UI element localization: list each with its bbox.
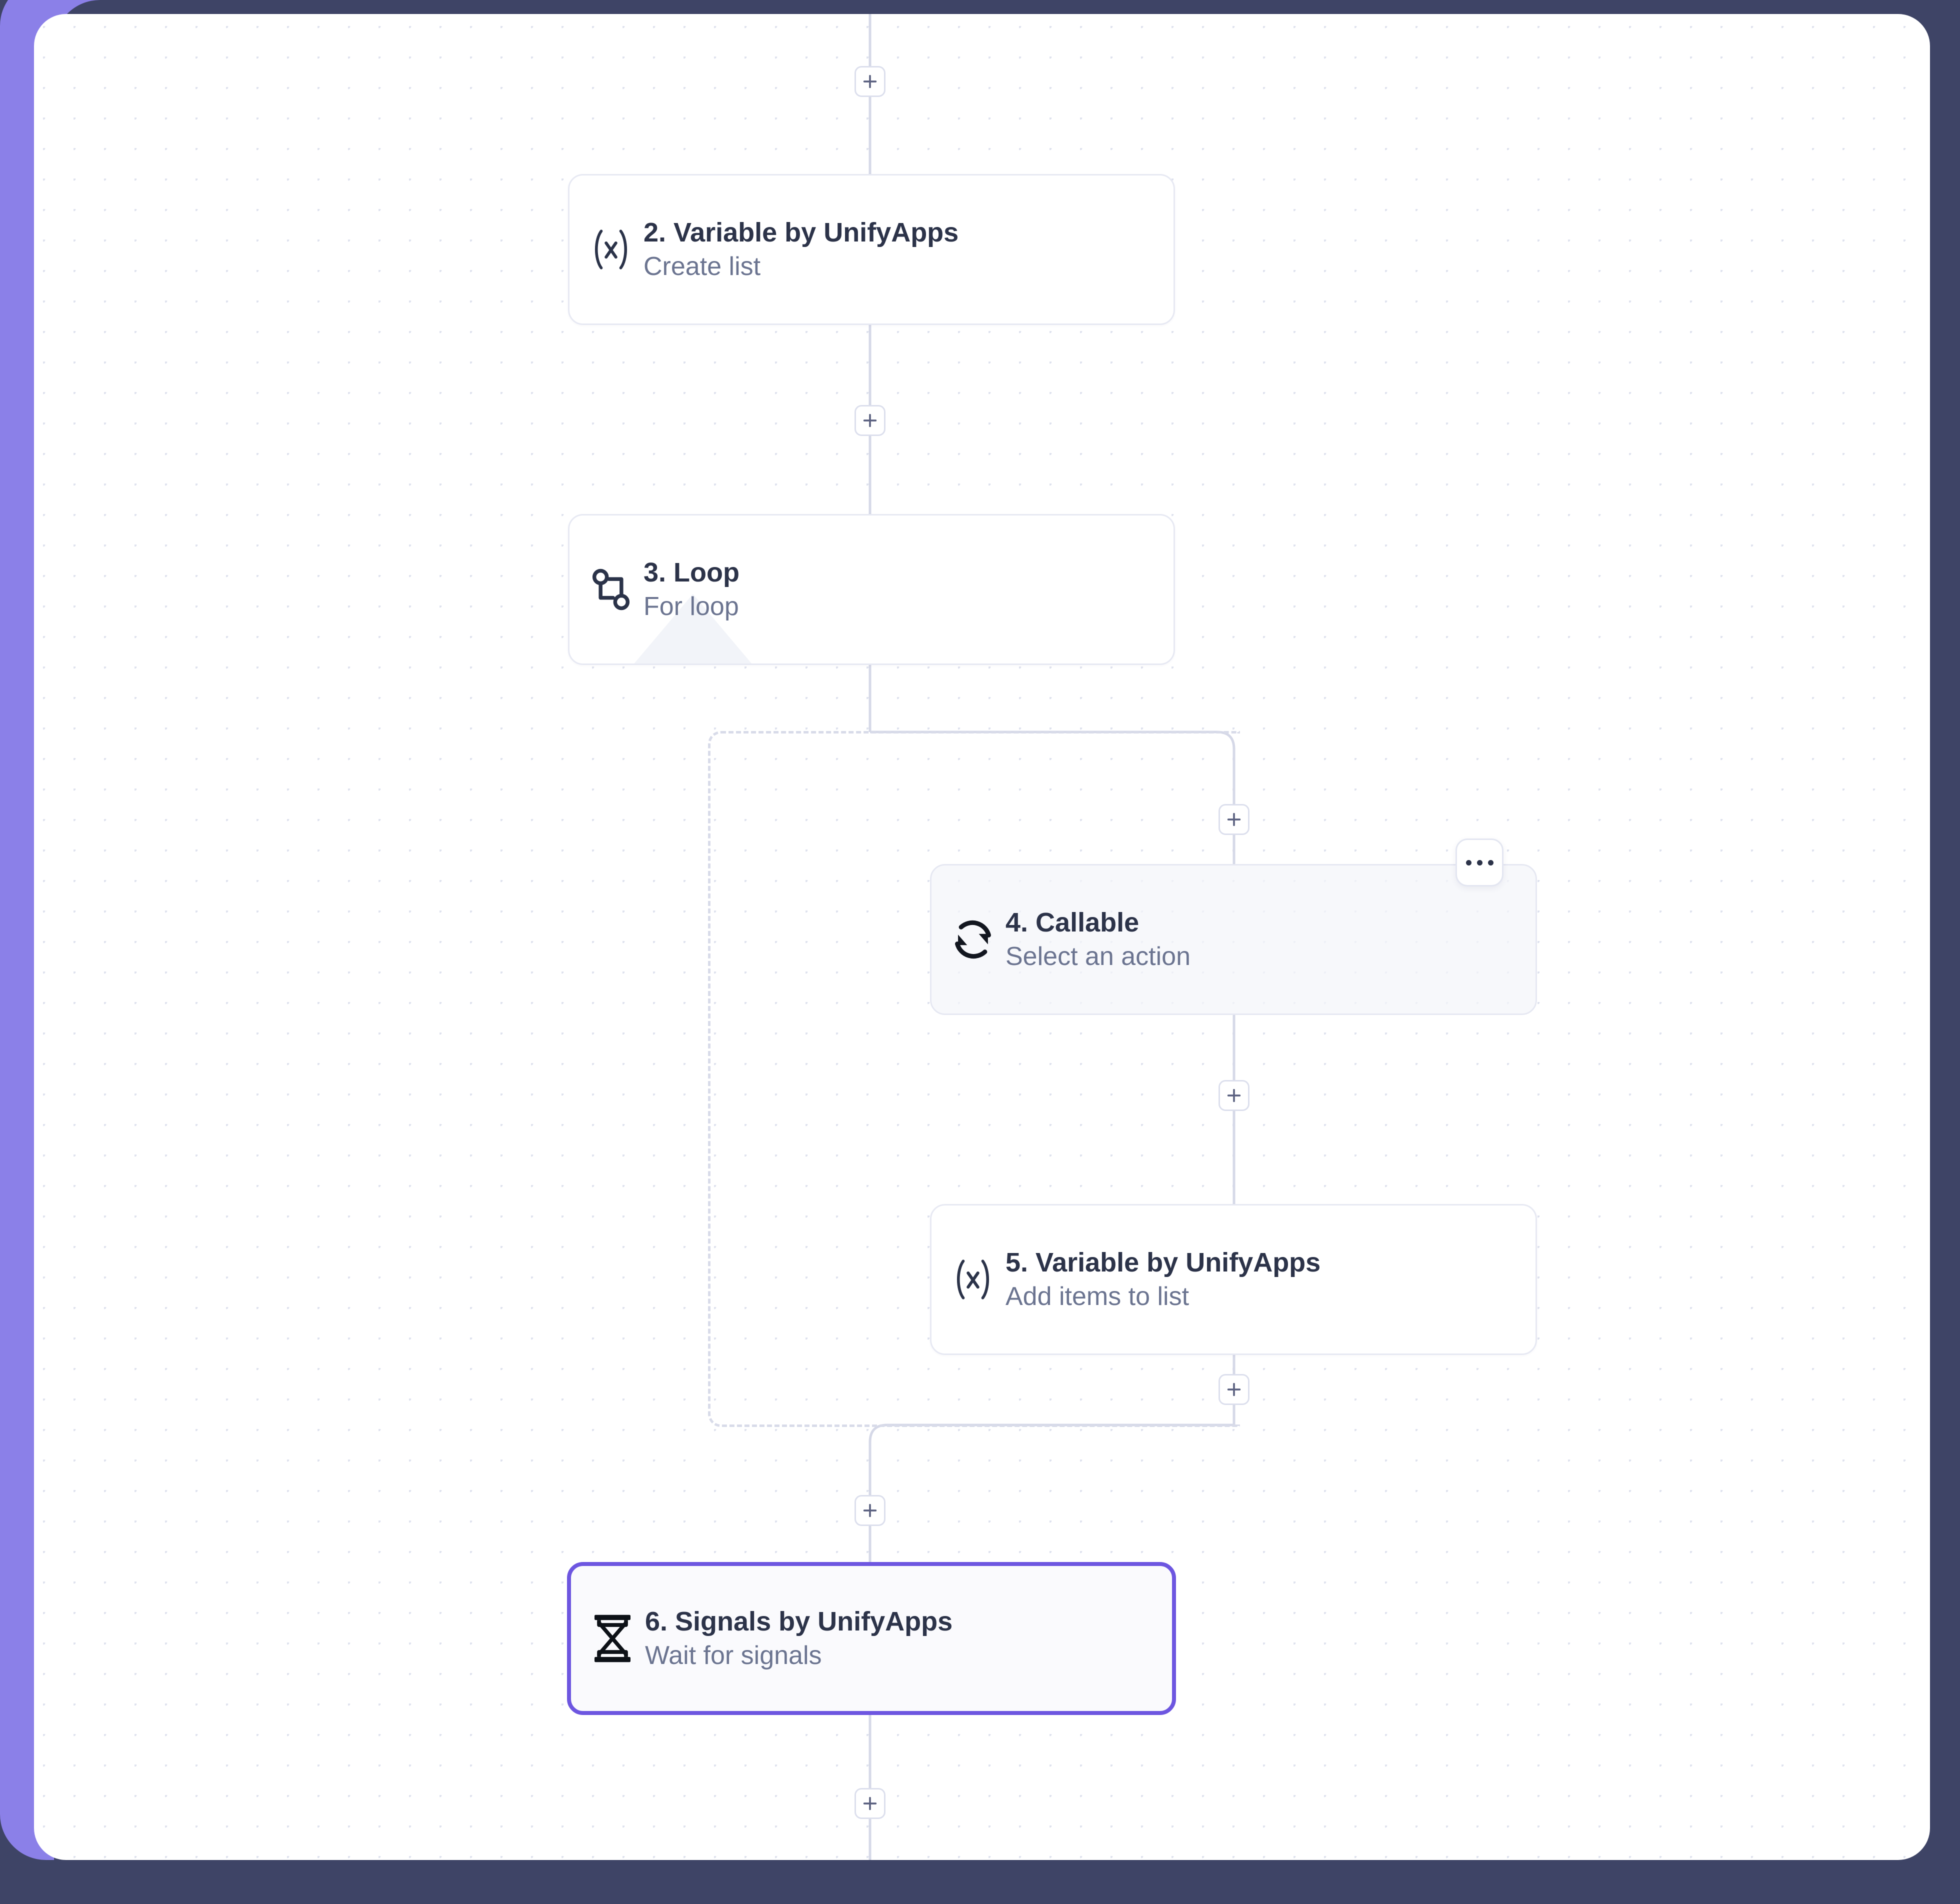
plus-icon: [1227, 812, 1241, 826]
add-step-button-bottom[interactable]: [854, 1788, 886, 1819]
add-step-button-loop-branch-top[interactable]: [1218, 804, 1250, 835]
plus-icon: [863, 1796, 877, 1810]
node-subtitle: Wait for signals: [645, 1641, 822, 1670]
node-title: 4. Callable: [1006, 908, 1140, 938]
node-subtitle: Select an action: [1006, 942, 1191, 972]
variable-icon-glyph: [956, 1260, 990, 1300]
hourglass-icon-glyph: [594, 1614, 630, 1662]
variable-icon: [946, 1254, 1000, 1306]
node-subtitle: Create list: [644, 252, 761, 282]
loop-branch-icon-glyph: [592, 568, 630, 610]
refresh-sync-icon-glyph: [955, 920, 991, 959]
plus-icon: [1227, 1382, 1241, 1396]
add-step-button-top[interactable]: [854, 66, 886, 97]
plus-icon: [863, 414, 877, 428]
node-subtitle: Add items to list: [1006, 1282, 1190, 1312]
plus-icon: [863, 74, 877, 88]
node-title: 6. Signals by UnifyApps: [645, 1606, 953, 1637]
node-title: 5. Variable by UnifyApps: [1006, 1248, 1321, 1278]
kebab-dot-2: [1476, 860, 1482, 866]
hourglass-icon: [585, 1612, 640, 1666]
add-step-button-after-node-5[interactable]: [1218, 1374, 1250, 1405]
variable-icon-glyph: [594, 230, 628, 270]
callable-options-menu[interactable]: [1456, 838, 1504, 886]
node-text-block: 3. Loop For loop: [644, 558, 740, 620]
plus-icon: [1227, 1088, 1241, 1102]
kebab-dot-3: [1488, 860, 1494, 866]
add-step-button-after-node-4[interactable]: [1218, 1080, 1250, 1111]
kebab-dot-1: [1466, 860, 1472, 866]
node-text-block: 2. Variable by UnifyApps Create list: [644, 218, 958, 280]
add-step-button-after-node-2[interactable]: [854, 405, 886, 436]
node-title: 3. Loop: [644, 558, 740, 588]
node-subtitle: For loop: [644, 592, 739, 622]
variable-icon: [584, 224, 638, 276]
plus-icon: [863, 1504, 877, 1518]
workflow-node-variable-create-list[interactable]: 2. Variable by UnifyApps Create list: [568, 174, 1175, 325]
workflow-node-callable-select-action[interactable]: 4. Callable Select an action: [930, 864, 1537, 1015]
workflow-node-signals-wait[interactable]: 6. Signals by UnifyApps Wait for signals: [567, 1562, 1176, 1715]
node-text-block: 6. Signals by UnifyApps Wait for signals: [645, 1608, 952, 1669]
workflow-node-variable-add-items[interactable]: 5. Variable by UnifyApps Add items to li…: [930, 1204, 1537, 1355]
node-title: 2. Variable by UnifyApps: [644, 218, 959, 248]
loop-branch-icon: [584, 564, 638, 614]
add-step-button-after-loop[interactable]: [854, 1495, 886, 1526]
workflow-node-loop-for-loop[interactable]: 3. Loop For loop: [568, 514, 1175, 665]
refresh-sync-icon: [946, 914, 1000, 966]
node-text-block: 5. Variable by UnifyApps Add items to li…: [1006, 1248, 1320, 1310]
node-text-block: 4. Callable Select an action: [1006, 908, 1190, 970]
workflow-canvas[interactable]: 2. Variable by UnifyApps Create list 3. …: [34, 14, 1930, 1860]
